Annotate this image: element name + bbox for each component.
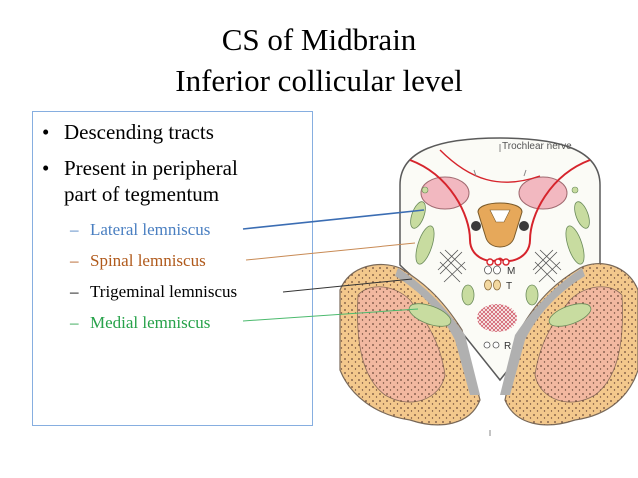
spinal-lemniscus-pointer xyxy=(245,242,416,261)
label-t: T xyxy=(506,281,512,292)
lateral-lemniscus-left xyxy=(415,225,435,265)
trochlear-nerve-right xyxy=(499,159,591,262)
bullet-text-line-1: Present in peripheral xyxy=(64,156,238,180)
right-inferior-colliculus xyxy=(518,176,568,210)
reticular-formation-left xyxy=(437,249,467,283)
sub-label: Medial lemniscus xyxy=(90,313,211,332)
trochlear-nerve-label: Trochlear nerve xyxy=(502,141,572,152)
cerebral-aqueduct xyxy=(477,202,523,248)
medial-lemniscus-left xyxy=(408,303,452,327)
text-box xyxy=(32,111,313,426)
left-substantia-nigra xyxy=(395,268,480,395)
sub-dash: – xyxy=(70,251,79,270)
bullet-text: Descending tracts xyxy=(64,120,214,144)
lateral-lemniscus-right xyxy=(565,225,585,265)
reticular-formation-right xyxy=(532,249,562,283)
right-substantia-nigra xyxy=(500,268,585,395)
title-line-2: Inferior collicular level xyxy=(175,63,463,98)
title-line-1: CS of Midbrain xyxy=(221,22,417,57)
sub-label: Lateral lemniscus xyxy=(90,220,211,239)
label-m: M xyxy=(507,266,515,277)
bullet-text-line-2: part of tegmentum xyxy=(64,182,220,206)
oculomotor-nucleus-left xyxy=(471,221,481,231)
decussation-crosshatch xyxy=(477,304,517,332)
bullet-dot: • xyxy=(42,156,50,180)
lateral-lemniscus-pointer xyxy=(242,209,425,230)
trigeminal-lemniscus-pointer xyxy=(282,278,413,293)
sub-label: Trigeminal lemniscus xyxy=(90,282,238,301)
medial-lemniscus-pointer xyxy=(242,308,419,322)
medial-lemniscus-right xyxy=(548,303,592,327)
oculomotor-nucleus-right xyxy=(519,221,529,231)
sub-dash: – xyxy=(70,220,79,239)
sub-dash: – xyxy=(70,313,79,332)
sub-dash: – xyxy=(70,282,79,301)
label-r: R xyxy=(504,341,511,352)
bullet-dot: • xyxy=(42,120,50,144)
left-inferior-colliculus xyxy=(420,176,470,210)
sub-label: Spinal lemniscus xyxy=(90,251,206,270)
